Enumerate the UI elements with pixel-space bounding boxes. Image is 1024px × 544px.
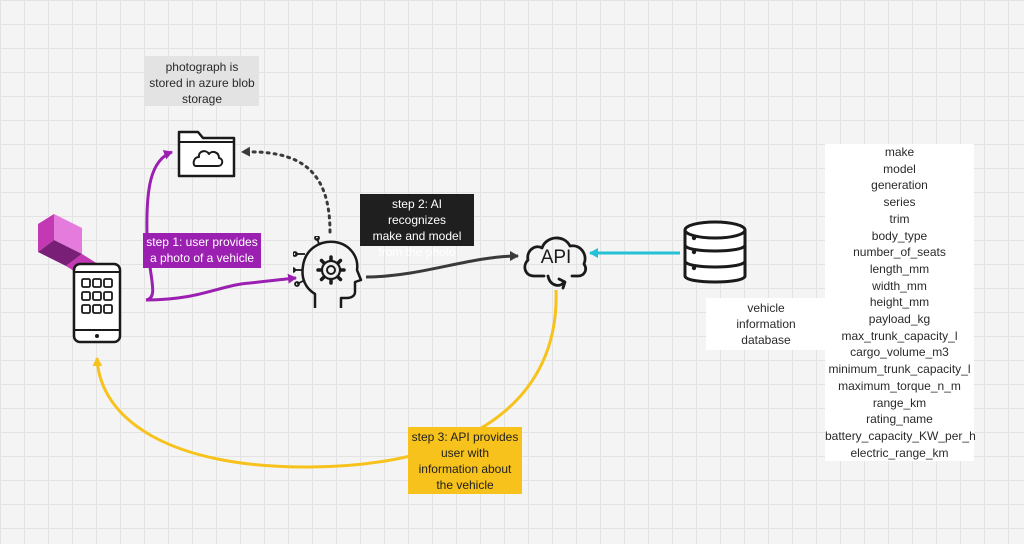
step1-line: a photo of a vehicle	[149, 251, 255, 265]
storage-note-line: photograph is	[165, 60, 239, 74]
database-icon	[683, 220, 747, 284]
storage-note-line: storage	[181, 92, 223, 106]
field-item: electric_range_km	[850, 445, 949, 460]
field-item: payload_kg	[868, 312, 931, 327]
field-item: body_type	[871, 228, 928, 243]
smartphone-icon	[72, 262, 122, 344]
field-item: range_km	[872, 395, 927, 410]
storage-note: photograph is stored in azure blob stora…	[145, 56, 259, 106]
field-item: height_mm	[869, 295, 930, 310]
step1-label: step 1: user provides a photo of a vehic…	[143, 233, 261, 268]
step2-line: make and model	[372, 229, 462, 243]
connector-phone-to-storage	[145, 150, 173, 302]
field-item: model	[883, 161, 916, 176]
field-item: cargo_volume_m3	[850, 345, 949, 360]
step3-line: information about	[418, 462, 512, 476]
step3-line: user with	[440, 446, 490, 460]
ai-head-gear-icon	[293, 236, 363, 308]
field-item: battery_capacity_KW_per_h	[825, 428, 976, 443]
step2-line: step 2: AI recognizes	[387, 197, 447, 227]
step3-line: step 3: API provides	[411, 430, 519, 444]
field-item: width_mm	[872, 278, 927, 293]
connector-phone-to-ai	[145, 273, 297, 302]
field-item: make	[884, 145, 915, 159]
connector-ai-to-api	[365, 251, 519, 279]
field-item: maximum_torque_n_m	[838, 378, 961, 393]
api-cloud-icon: API	[523, 236, 587, 290]
database-label-line: vehicle	[747, 301, 785, 315]
connector-ai-to-storage	[240, 146, 332, 234]
cloud-folder-icon	[177, 130, 236, 178]
field-item: number_of_seats	[853, 245, 946, 260]
api-icon-label: API	[541, 247, 572, 268]
storage-note-line: stored in azure blob	[149, 76, 255, 90]
connector-api-to-user	[92, 289, 558, 469]
step3-line: the vehicle	[436, 478, 494, 492]
step1-line: step 1: user provides	[146, 235, 258, 249]
step2-label: step 2: AI recognizes make and model fro…	[360, 194, 474, 259]
field-item: max_trunk_capacity_l	[841, 328, 958, 343]
database-label-line: database	[741, 333, 791, 347]
field-item: minimum_trunk_capacity_l	[828, 362, 971, 377]
field-item: series	[883, 195, 916, 210]
field-item: generation	[871, 178, 928, 193]
field-item: length_mm	[869, 261, 930, 276]
database-label: vehicle information database	[706, 298, 826, 350]
step2-line: from the photo	[378, 245, 456, 259]
vehicle-field-list: make model generation series trim body_t…	[825, 144, 976, 462]
field-item: trim	[889, 211, 910, 226]
field-item: rating_name	[866, 412, 933, 427]
database-label-line: information	[736, 317, 796, 331]
step3-label: step 3: API provides user with informati…	[408, 427, 522, 494]
